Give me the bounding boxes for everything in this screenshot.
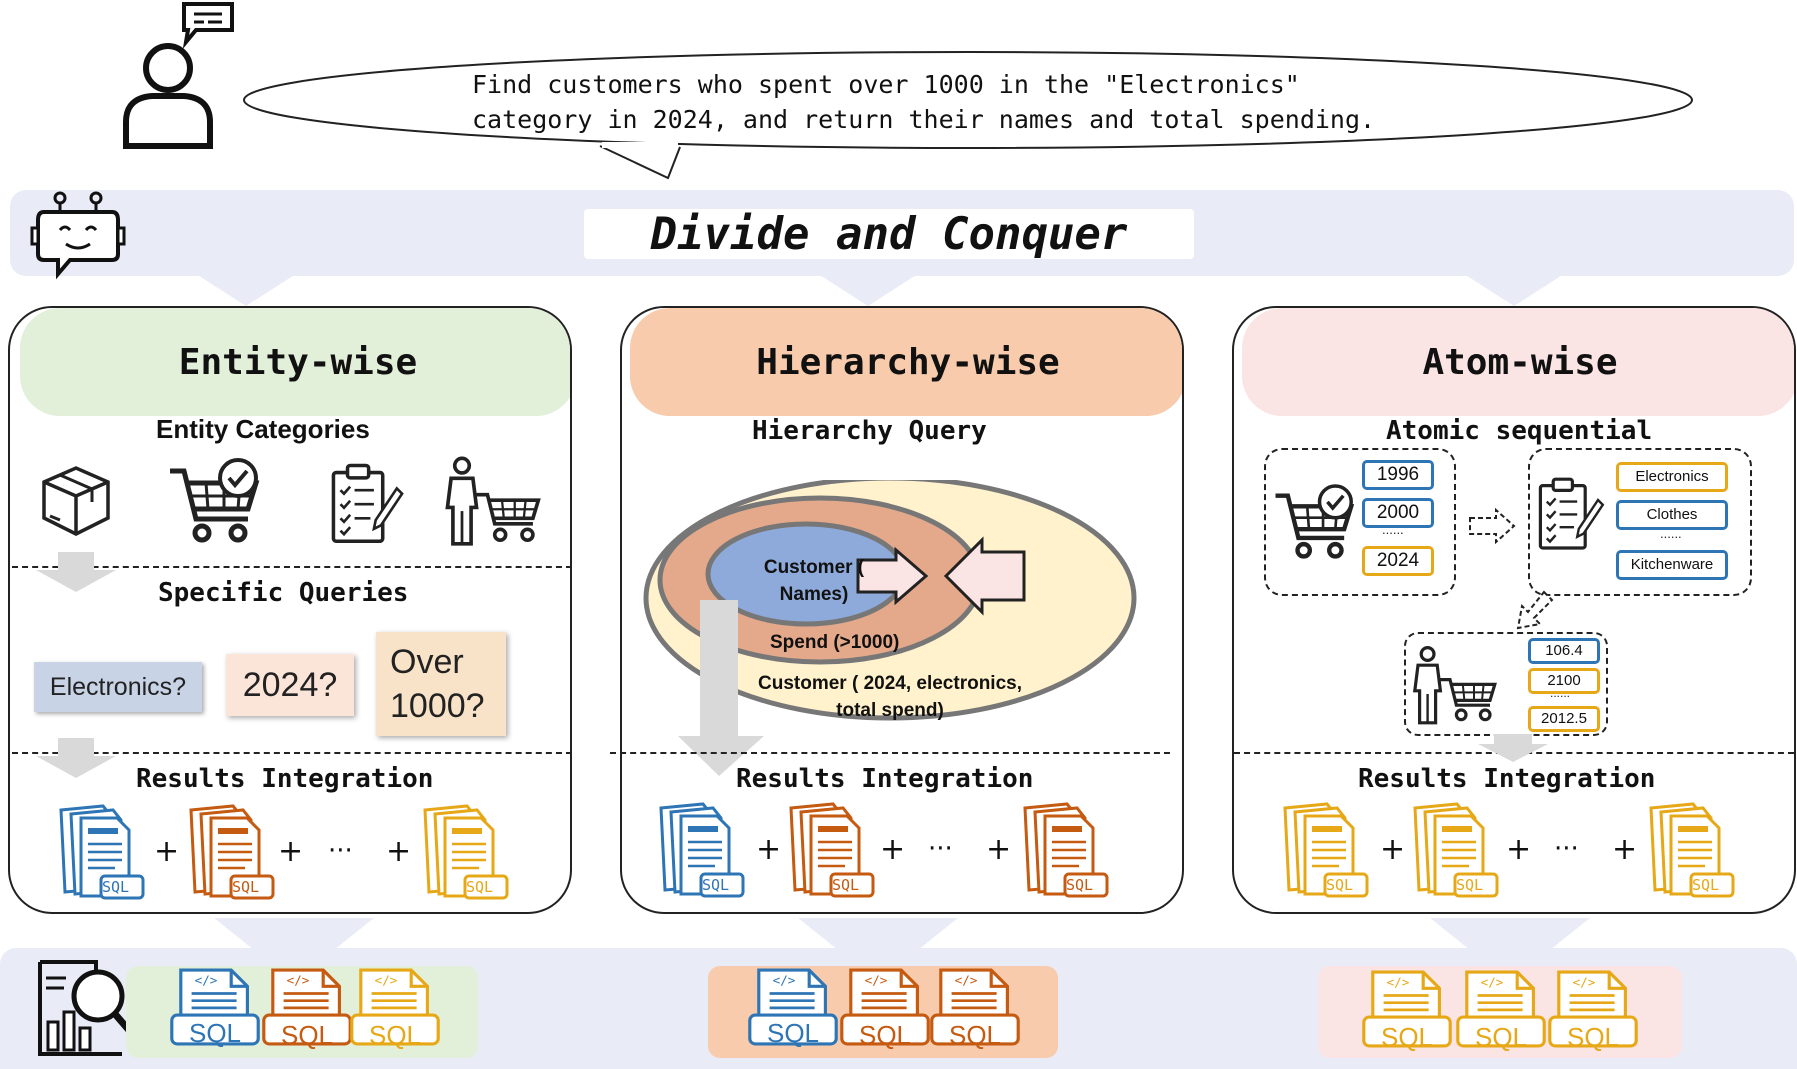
sql-doc-label: SQL (832, 876, 860, 894)
title-box: Divide and Conquer (584, 208, 1194, 260)
sql-doc-icon (182, 802, 278, 902)
year-pill: 2024 (1362, 546, 1434, 576)
list-ellipsis: ...... (1660, 526, 1682, 541)
sql-file-label: SQL (1566, 1022, 1620, 1052)
sql-doc-icon (782, 800, 878, 900)
sql-file-label: SQL (948, 1020, 1002, 1050)
clipboard-icon (326, 462, 406, 550)
query-tag-2024-text: 2024? (242, 665, 338, 704)
plus-sign: + (986, 832, 1012, 867)
entity-results-label: Results Integration (136, 764, 434, 794)
plus-sign: + (1380, 832, 1406, 867)
robot-icon (30, 191, 126, 280)
query-tag-2024: 2024? (226, 654, 354, 716)
panel-pointers (214, 918, 1590, 950)
sql-file-label: SQL (188, 1018, 242, 1048)
sql-doc-label: SQL (102, 878, 130, 896)
specific-queries-label: Specific Queries (158, 578, 409, 608)
sql-file-label: SQL (858, 1020, 912, 1050)
sql-file-label: SQL (1380, 1022, 1434, 1052)
down-arrow (1478, 734, 1548, 762)
sql-doc-label: SQL (232, 878, 260, 896)
query-line-1: Find customers who spent over 1000 in th… (472, 70, 1300, 99)
sql-file-label: SQL (368, 1020, 422, 1050)
category-pill: Electronics (1616, 462, 1728, 492)
dashed-right-arrow (1469, 508, 1516, 544)
year-pill: 2000 (1362, 498, 1434, 528)
amount-pill: 2012.5 (1528, 706, 1600, 732)
title: Divide and Conquer (650, 208, 1128, 260)
hierarchy-divider (610, 752, 1170, 754)
sql-file-label: SQL (1474, 1022, 1528, 1052)
hierarchy-query-label: Hierarchy Query (752, 416, 987, 446)
clipboard-icon (1534, 476, 1606, 556)
sql-file-label: SQL (280, 1020, 334, 1050)
plus-sign: + (386, 834, 412, 869)
entity-divider-1 (12, 566, 572, 568)
dashed-down-arrow (1516, 590, 1554, 630)
query-line-2: category in 2024, and return their names… (472, 105, 1376, 134)
ellipsis: ··· (1554, 834, 1579, 864)
ellipsis: ··· (328, 836, 353, 866)
query-tag-electronics: Electronics? (34, 662, 202, 712)
sql-doc-icon (416, 802, 512, 902)
atomic-sequential-label: Atomic sequential (1386, 416, 1653, 446)
query-tag-over-1000: Over 1000? (376, 632, 506, 736)
years-group (1264, 448, 1456, 596)
categories-group (1528, 448, 1752, 596)
plus-sign: + (154, 834, 180, 869)
plus-sign: + (1506, 832, 1532, 867)
amount-pill: 106.4 (1528, 638, 1600, 664)
entity-categories-label: Entity Categories (156, 414, 370, 444)
category-pill: Kitchenware (1616, 550, 1728, 580)
band-pointers (196, 274, 1564, 306)
plus-sign: + (756, 832, 782, 867)
sql-doc-icon (52, 802, 148, 902)
sql-doc-label: SQL (466, 878, 494, 896)
cart-check-icon (1272, 484, 1360, 564)
cart-check-icon (166, 458, 266, 548)
down-arrow (36, 552, 116, 592)
middle-ellipse-text: Spend (>1000) (770, 632, 900, 653)
list-ellipsis: ...... (1550, 686, 1571, 700)
amount-pill: 2100 (1528, 668, 1600, 694)
year-pill: 1996 (1362, 460, 1434, 490)
sql-doc-label: SQL (1692, 876, 1720, 894)
outer-ellipse-text: Customer ( 2024, electronics, total spen… (758, 673, 1022, 721)
speech-bubble (243, 51, 1693, 180)
hierarchy-results-label: Results Integration (736, 764, 1034, 794)
down-arrow (36, 738, 116, 778)
list-ellipsis: ...... (1382, 522, 1404, 537)
atom-results-label: Results Integration (1358, 764, 1656, 794)
query-tag-electronics-text: Electronics? (49, 672, 187, 701)
user-icon (123, 2, 234, 149)
sql-doc-label: SQL (702, 876, 730, 894)
sql-doc-icon (1276, 800, 1372, 900)
sql-doc-label: SQL (1326, 876, 1354, 894)
hierarchy-heading: Hierarchy-wise (630, 308, 1182, 416)
ellipsis: ··· (928, 834, 953, 864)
hierarchy-ellipses (643, 480, 1137, 721)
analysis-search-icon (38, 960, 137, 1056)
atom-heading: Atom-wise (1242, 308, 1794, 416)
sql-doc-icon (1406, 800, 1502, 900)
sql-doc-label: SQL (1066, 876, 1094, 894)
inner-ellipse-text: Customer ( Names) (763, 557, 865, 605)
shopper-icon (442, 456, 542, 548)
plus-sign: + (278, 834, 304, 869)
package-icon (42, 466, 110, 536)
sql-doc-icon (1016, 800, 1112, 900)
sql-doc-label: SQL (1456, 876, 1484, 894)
sql-file-label: SQL (766, 1018, 820, 1048)
entity-heading: Entity-wise (20, 308, 570, 416)
plus-sign: + (880, 832, 906, 867)
sql-doc-icon (1642, 800, 1738, 900)
plus-sign: + (1612, 832, 1638, 867)
shopper-icon (1408, 646, 1500, 726)
category-pill: Clothes (1616, 500, 1728, 530)
query-tag-over-1000-text: Over 1000? (390, 643, 485, 725)
entity-divider-2 (12, 752, 572, 754)
down-arrow (678, 600, 764, 776)
sql-doc-icon (652, 800, 748, 900)
